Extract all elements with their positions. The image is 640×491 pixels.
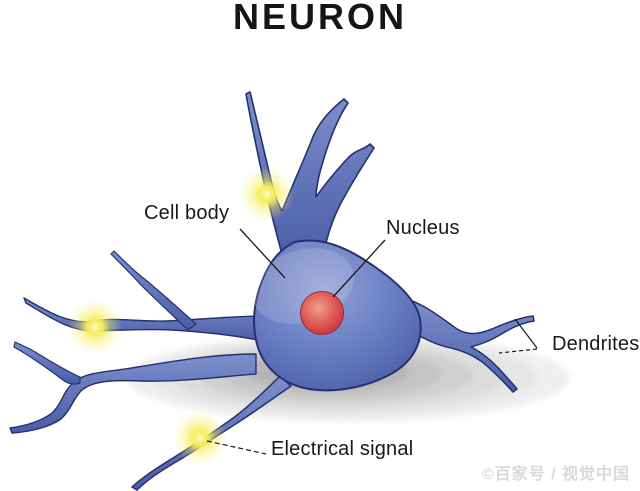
nucleus-pointer-line (332, 239, 386, 298)
cell-body-label: Cell body (144, 202, 230, 224)
watermark: ©百家号 / 视觉中国 (481, 466, 630, 483)
electrical-signal-glow-left (68, 300, 122, 354)
cell-body-pointer-line (239, 228, 286, 279)
dendrites-pointer-line-upper (514, 318, 538, 349)
left-lower-dendrite (9, 353, 257, 434)
apical-dendrites (245, 91, 375, 263)
dendrites-pointer-line-lower (498, 348, 538, 354)
electrical-signal-glow-top (240, 167, 294, 221)
axon (131, 375, 292, 491)
electrical-signal-label: Electrical signal (271, 438, 414, 460)
nucleus-label: Nucleus (386, 217, 460, 239)
electrical-signal-glow-axon (173, 411, 227, 465)
left-lower-dendrite-fork (13, 341, 81, 385)
left-upper-dendrite-fork (110, 250, 197, 331)
electrical-signal-pointer-line (206, 440, 267, 455)
nucleus-shape (300, 291, 344, 335)
left-upper-dendrite (23, 297, 269, 343)
right-dendrites (406, 299, 535, 393)
diagram-title: NEURON (232, 0, 407, 37)
dendrites-label: Dendrites (552, 333, 640, 355)
